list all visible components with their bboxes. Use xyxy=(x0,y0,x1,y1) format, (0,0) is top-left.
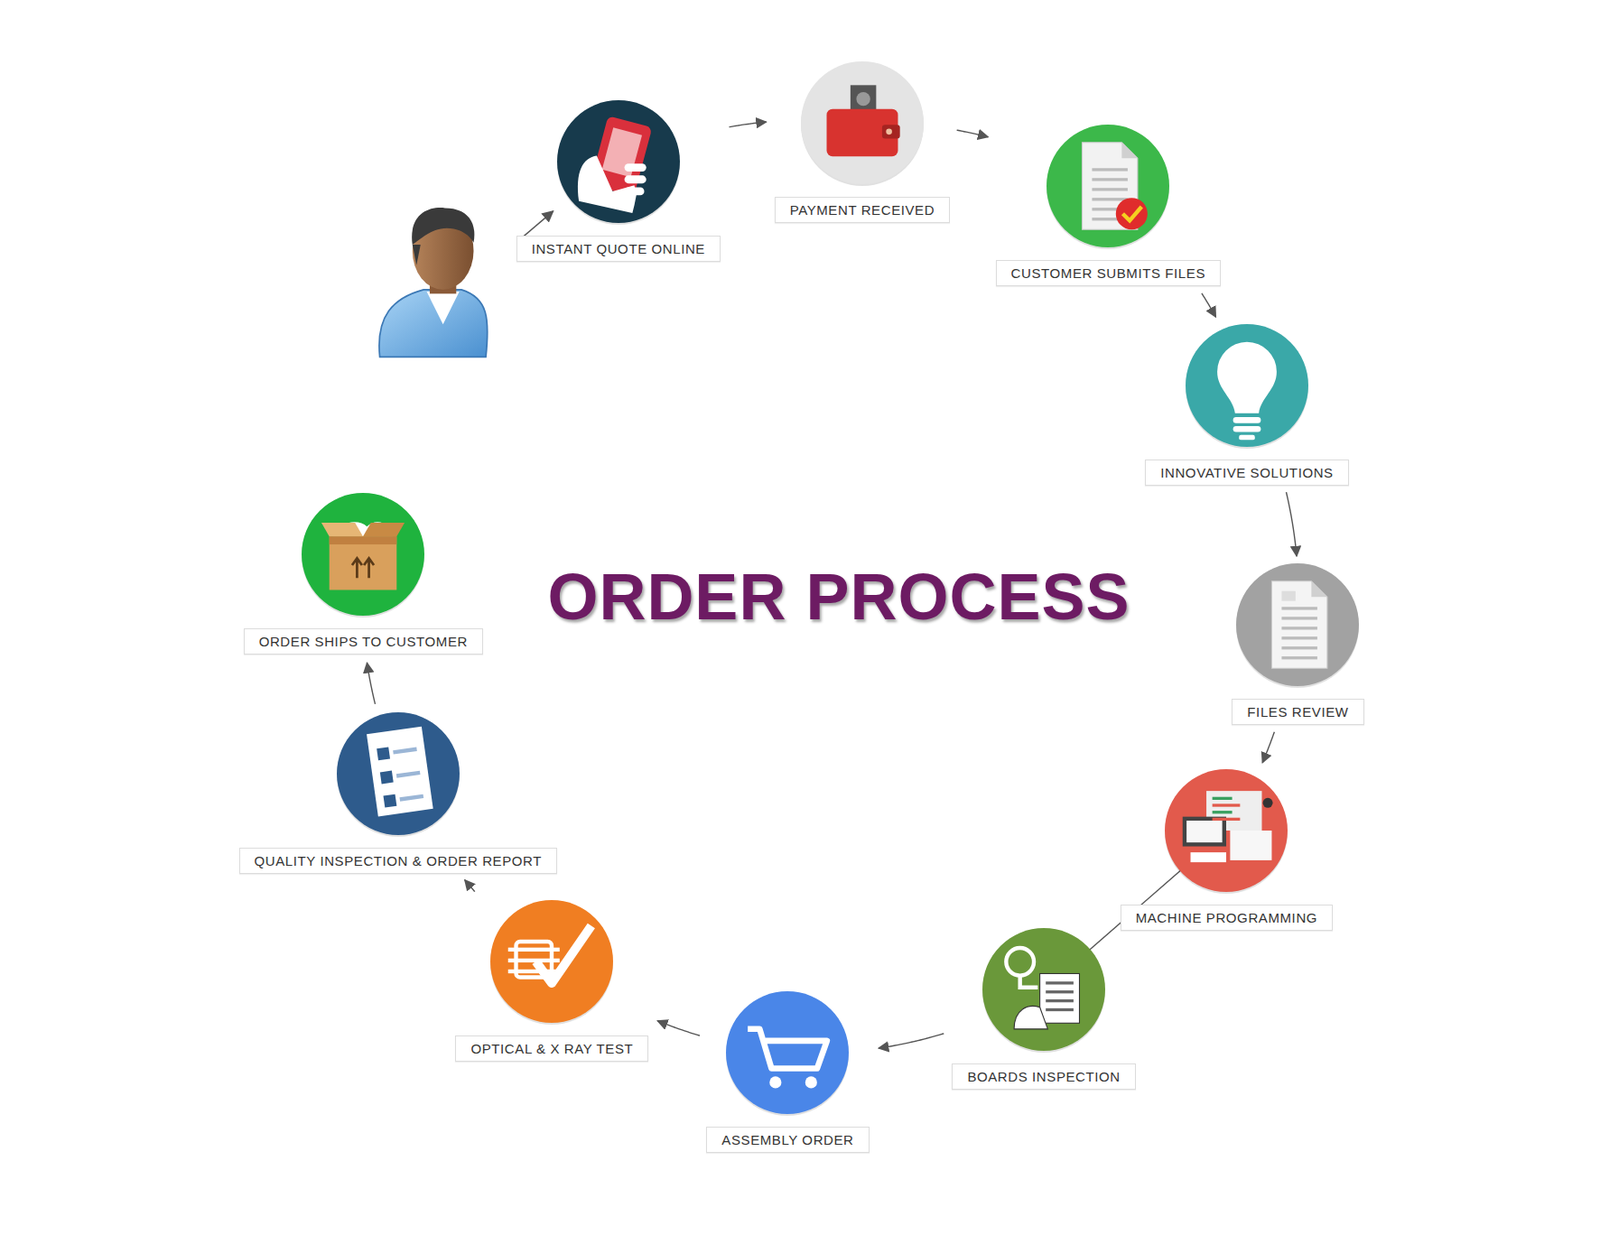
process-step: PAYMENT RECEIVED xyxy=(774,61,950,224)
process-step: BOARDS INSPECTION xyxy=(951,928,1135,1090)
flow-arrow xyxy=(366,662,375,705)
step-label: CUSTOMER SUBMITS FILES xyxy=(995,260,1221,287)
step-circle xyxy=(982,928,1106,1052)
flow-arrow xyxy=(465,880,475,893)
step-label: OPTICAL & X RAY TEST xyxy=(455,1035,649,1062)
step-circle xyxy=(1046,124,1170,248)
step-label: BOARDS INSPECTION xyxy=(951,1063,1135,1090)
flow-arrow xyxy=(1262,732,1275,763)
step-circle xyxy=(490,900,614,1024)
step-label: ORDER SHIPS TO CUSTOMER xyxy=(243,628,484,655)
step-circle xyxy=(301,493,425,616)
flow-arrow xyxy=(1286,492,1298,557)
step-circle xyxy=(336,712,460,836)
step-circle xyxy=(1236,563,1359,687)
process-step: ASSEMBLY ORDER xyxy=(706,991,869,1154)
step-label: FILES REVIEW xyxy=(1231,698,1364,726)
step-label: PAYMENT RECEIVED xyxy=(774,196,950,224)
process-step: OPTICAL & X RAY TEST xyxy=(455,900,649,1062)
step-label: INSTANT QUOTE ONLINE xyxy=(516,235,721,262)
process-step: INSTANT QUOTE ONLINE xyxy=(516,100,721,262)
process-step: QUALITY INSPECTION & ORDER REPORT xyxy=(239,712,558,875)
step-circle xyxy=(725,991,849,1115)
flow-arrow xyxy=(729,121,767,128)
step-label: MACHINE PROGRAMMING xyxy=(1120,904,1333,931)
step-circle xyxy=(557,100,680,224)
process-step: MACHINE PROGRAMMING xyxy=(1120,769,1333,931)
step-circle xyxy=(1164,769,1288,893)
step-label: INNOVATIVE SOLUTIONS xyxy=(1144,459,1349,486)
step-label: QUALITY INSPECTION & ORDER REPORT xyxy=(239,847,558,875)
flow-arrow xyxy=(957,130,989,138)
step-circle xyxy=(800,61,924,185)
process-step: ORDER SHIPS TO CUSTOMER xyxy=(243,493,484,655)
flow-arrow xyxy=(657,1021,700,1036)
process-step: INNOVATIVE SOLUTIONS xyxy=(1144,324,1349,486)
process-step: CUSTOMER SUBMITS FILES xyxy=(995,124,1221,287)
flow-arrow xyxy=(878,1033,944,1049)
person-icon xyxy=(379,207,488,357)
step-circle xyxy=(1185,324,1309,447)
step-label: ASSEMBLY ORDER xyxy=(706,1126,869,1154)
process-step: FILES REVIEW xyxy=(1231,563,1364,726)
diagram-title: ORDER PROCESS xyxy=(547,559,1130,634)
flow-arrow xyxy=(1201,293,1217,317)
